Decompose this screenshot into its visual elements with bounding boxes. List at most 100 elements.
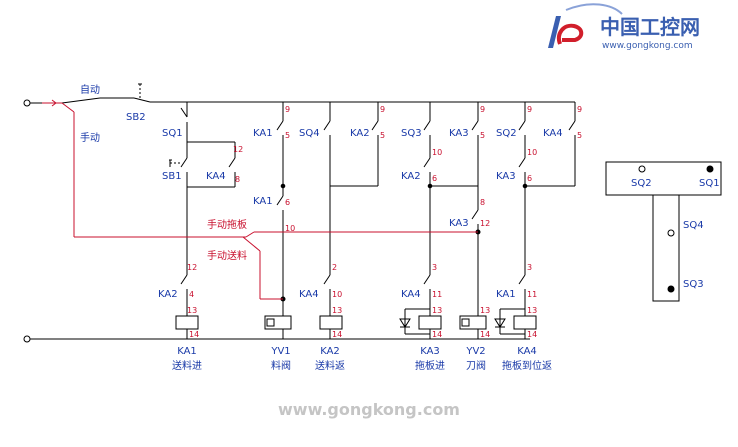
layout-label-sq1: SQ1 [699,178,720,189]
svg-text:9: 9 [285,105,290,114]
svg-text:9: 9 [577,105,582,114]
label-sb1: SB1 [162,171,182,182]
wire-numbers: 12 8 12 4 13 14 9 5 6 10 9 5 2 10 13 14 … [187,105,582,339]
layout-label-sq2: SQ2 [631,178,652,189]
svg-text:5: 5 [577,131,582,140]
svg-text:9: 9 [380,105,385,114]
svg-text:8: 8 [235,175,240,184]
load-desc-4: 拖板进 [415,359,445,372]
diode-ka3 [399,318,411,328]
label-ka3-a: KA3 [449,128,469,139]
sq1-position-icon [706,165,714,173]
svg-text:11: 11 [432,290,442,299]
load-desc-5: 刀阀 [466,359,486,372]
svg-text:13: 13 [527,306,537,315]
load-tag-1: KA1 [177,346,197,357]
label-ka2-b: KA2 [401,171,421,182]
label-sb2: SB2 [126,112,146,123]
svg-text:6: 6 [285,198,290,207]
manual-wiring [42,99,478,300]
label-ka2-a: KA2 [350,128,370,139]
svg-text:3: 3 [527,263,532,272]
svg-text:13: 13 [480,306,490,315]
label-sq4: SQ4 [299,128,320,139]
manual-labels: 手动拖板 手动送料 [207,218,247,262]
load-tag-3: KA2 [320,346,340,357]
label-manual-feed: 手动送料 [207,249,247,262]
vertical-slide [652,194,680,302]
valve-yv1 [264,315,292,330]
label-ka4-b: KA4 [543,128,563,139]
sq4-position-icon [667,229,675,237]
label-ka1-a: KA1 [253,128,273,139]
layout-label-sq3: SQ3 [683,279,704,290]
svg-text:14: 14 [189,330,199,339]
layout-label-sq4: SQ4 [683,220,704,231]
load-tag-5: YV2 [465,346,485,357]
svg-text:6: 6 [527,174,532,183]
load-desc-1: 送料进 [172,359,202,372]
label-manual-drag: 手动拖板 [207,218,247,231]
svg-text:12: 12 [187,263,197,272]
svg-text:5: 5 [285,131,290,140]
load-tag-6: KA4 [517,346,537,357]
svg-text:9: 9 [527,105,532,114]
logo: 中国工控网 www.gongkong.com [548,3,700,51]
sq3-position-icon [667,285,675,293]
svg-text:14: 14 [432,330,442,339]
coil-ka2 [319,315,343,330]
svg-text:14: 14 [527,330,537,339]
svg-text:6: 6 [432,174,437,183]
label-auto: 自动 [80,83,100,96]
label-sq3: SQ3 [401,128,422,139]
svg-text:8: 8 [480,198,485,207]
coil-ka3 [418,315,442,330]
load-desc-6: 拖板到位返 [502,359,552,372]
input-terminal-top [23,99,31,107]
svg-text:11: 11 [527,290,537,299]
svg-text:10: 10 [285,224,295,233]
svg-text:2: 2 [332,263,337,272]
label-ka1-c: KA1 [496,289,516,300]
label-sq2: SQ2 [496,128,517,139]
logo-mark-icon [548,3,623,48]
svg-text:5: 5 [380,131,385,140]
coil-ka1 [175,315,199,330]
svg-text:3: 3 [432,263,437,272]
load-desc-2: 料阀 [271,359,291,372]
watermark: www.gongkong.com [278,400,460,419]
label-sq1: SQ1 [162,128,183,139]
label-ka4-c: KA4 [299,289,319,300]
svg-text:10: 10 [432,148,442,157]
svg-text:12: 12 [233,145,243,154]
svg-text:13: 13 [432,306,442,315]
svg-text:13: 13 [332,306,342,315]
label-ka1-b: KA1 [253,196,273,207]
limit-switch-layout: SQ2 SQ1 SQ4 SQ3 [605,161,722,302]
wiring [23,83,576,343]
label-ka2-c: KA2 [158,289,178,300]
svg-text:9: 9 [480,105,485,114]
load-labels: KA1 送料进 YV1 料阀 KA2 送料返 KA3 拖板进 YV2 刀阀 KA… [172,346,552,372]
svg-text:10: 10 [332,290,342,299]
svg-text:10: 10 [527,148,537,157]
svg-text:5: 5 [480,131,485,140]
label-ka4-d: KA4 [401,289,421,300]
svg-text:12: 12 [480,219,490,228]
coil-ka4 [513,315,537,330]
label-ka4-a: KA4 [206,171,226,182]
logo-url: www.gongkong.com [602,41,693,51]
load-tag-4: KA3 [420,346,440,357]
svg-text:14: 14 [332,330,342,339]
diode-ka4 [494,318,506,328]
load-tag-2: YV1 [270,346,290,357]
svg-text:13: 13 [187,306,197,315]
sq2-position-icon [638,165,646,173]
component-labels: 自动 手动 SB2 SQ1 SB1 KA4 KA1 KA1 SQ4 KA2 SQ… [80,83,563,300]
input-terminal-bottom [23,335,31,343]
label-manual: 手动 [80,131,100,144]
logo-title: 中国工控网 [600,15,700,39]
svg-text:14: 14 [480,330,490,339]
